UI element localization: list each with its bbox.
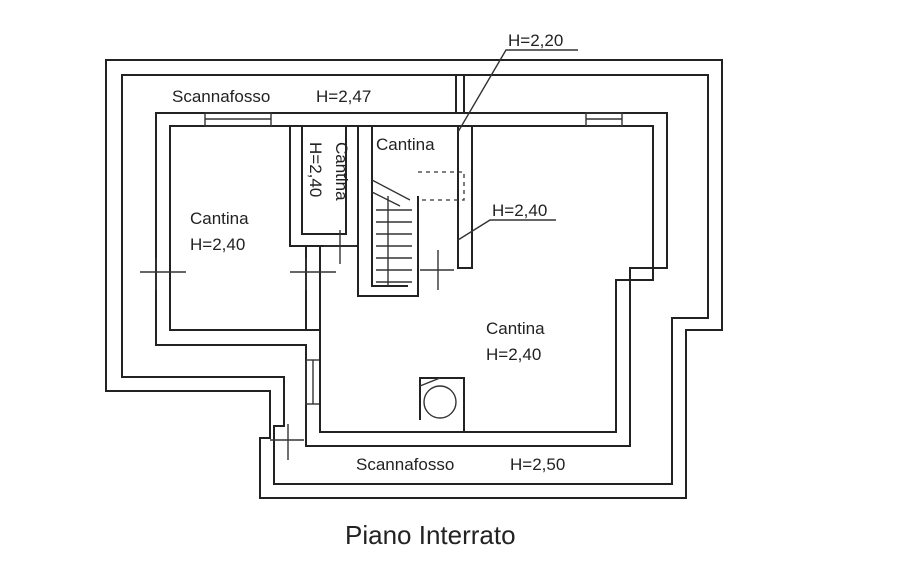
main-cantina-height: H=2,40 bbox=[486, 345, 541, 364]
left-cantina-height: H=2,40 bbox=[190, 235, 245, 254]
outer-wall-inner-line bbox=[121, 74, 709, 485]
stair-cantina-walls bbox=[357, 126, 419, 297]
main-cantina-label: Cantina bbox=[486, 319, 545, 338]
scannafosso-top-label: Scannafosso bbox=[172, 87, 270, 106]
stair-right-wall bbox=[457, 126, 473, 269]
leader-h220 bbox=[457, 49, 578, 133]
scannafosso-top-height: H=2,47 bbox=[316, 87, 371, 106]
small-cantina-label: Cantina bbox=[332, 142, 351, 201]
dashed-landing bbox=[418, 171, 465, 201]
height-220-label: H=2,20 bbox=[508, 31, 563, 50]
stairs bbox=[371, 179, 412, 286]
scannafosso-bottom-label: Scannafosso bbox=[356, 455, 454, 474]
inner-wall-inner-line bbox=[169, 125, 654, 433]
small-cantina-height: H=2,40 bbox=[306, 142, 325, 197]
stair-cantina-label: Cantina bbox=[376, 135, 435, 154]
plan-caption: Piano Interrato bbox=[345, 520, 516, 550]
wall-ticks bbox=[140, 230, 454, 460]
stair-height-label: H=2,40 bbox=[492, 201, 547, 220]
tank-symbol bbox=[419, 377, 465, 432]
leader-h240-stair bbox=[457, 219, 556, 241]
left-cantina-label: Cantina bbox=[190, 209, 249, 228]
outer-wall-outer-line bbox=[105, 59, 723, 499]
scannafosso-bottom-height: H=2,50 bbox=[510, 455, 565, 474]
inner-wall-outer-line bbox=[155, 112, 668, 447]
